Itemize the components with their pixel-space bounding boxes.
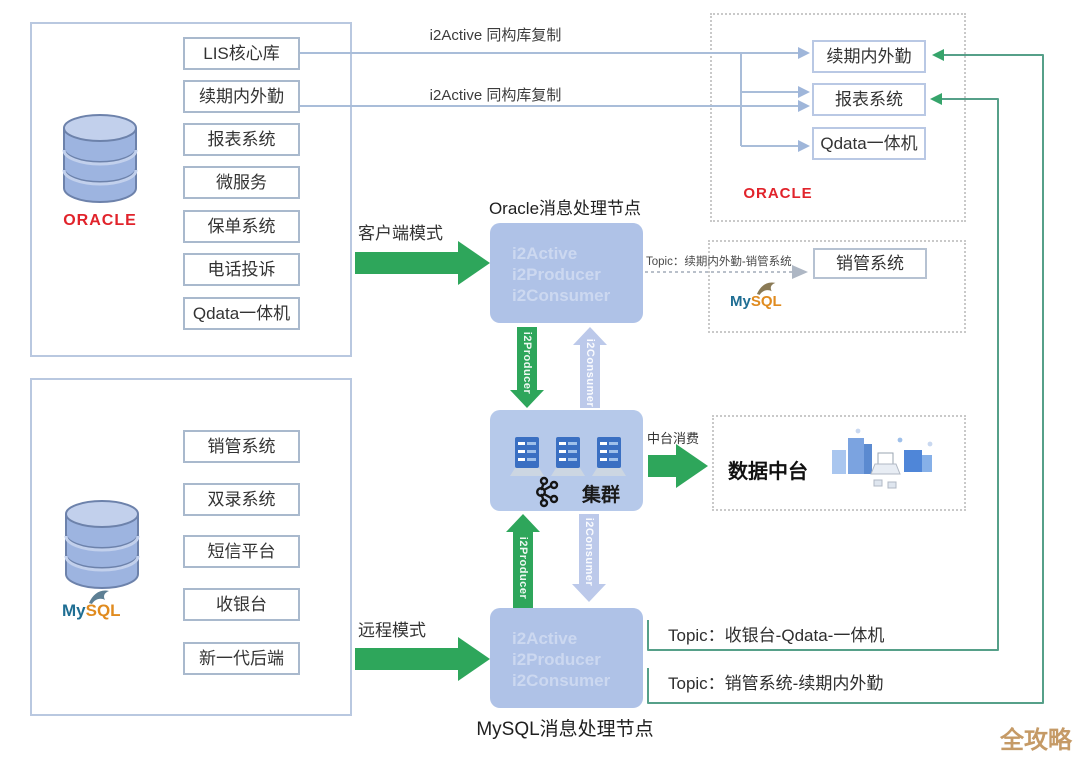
system-box: 报表系统 — [183, 123, 300, 156]
i2-stack: i2Active i2Producer i2Consumer — [512, 244, 611, 305]
system-box: 续期内外勤 — [183, 80, 300, 113]
kafka-icon — [535, 476, 559, 508]
arrow-i2consumer-up: i2Consumer — [573, 327, 607, 408]
server-icon — [510, 437, 544, 476]
system-box: LIS核心库 — [183, 37, 300, 70]
system-box: 微服务 — [183, 166, 300, 199]
cluster-label: 集群 — [582, 485, 621, 506]
mysql-logo-my: My — [730, 293, 751, 310]
mysql-logo-my: My — [62, 601, 86, 620]
i2-stack: i2Active i2Producer i2Consumer — [512, 629, 611, 690]
mysql-logo-sql: SQL — [85, 601, 121, 620]
system-box: 销管系统 — [813, 248, 927, 279]
replication-label-bottom: i2Active 同构库复制 — [429, 87, 562, 104]
system-box: 短信平台 — [183, 535, 300, 568]
data-platform-illustration — [832, 428, 933, 489]
system-box: 电话投诉 — [183, 253, 300, 286]
mysql-logo-sql: SQL — [750, 293, 782, 310]
system-box: 保单系统 — [183, 210, 300, 243]
topic-line-1: Topic：收银台-Qdata-一体机 — [668, 626, 885, 645]
kafka-cluster: 集群 — [490, 410, 643, 511]
oracle-logo: ORACLE — [743, 185, 813, 202]
oracle-node-title: Oracle消息处理节点 — [488, 199, 642, 218]
oracle-database-icon — [62, 114, 138, 203]
system-box: 销管系统 — [183, 430, 300, 463]
mysql-message-node: i2Active i2Producer i2Consumer — [490, 608, 643, 708]
system-box: 收银台 — [183, 588, 300, 621]
oracle-logo: ORACLE — [63, 212, 137, 229]
system-box: 报表系统 — [812, 83, 926, 116]
mysql-node-title: MySQL消息处理节点 — [476, 719, 654, 740]
server-icon — [551, 437, 585, 476]
server-icon — [592, 437, 626, 476]
remote-mode-label: 远程模式 — [358, 621, 426, 640]
system-box: 续期内外勤 — [812, 40, 926, 73]
mysql-logo: MySQL — [62, 588, 121, 619]
arrow-i2consumer-down: i2Consumer — [572, 514, 606, 602]
replication-label-top: i2Active 同构库复制 — [429, 27, 562, 44]
system-box: Qdata一体机 — [183, 297, 300, 330]
system-box: Qdata一体机 — [812, 127, 926, 160]
data-platform-label: 数据中台 — [728, 461, 808, 483]
topic-label-sales: Topic：续期内外勤-销管系统 — [646, 256, 792, 268]
watermark: 全攻略 — [1000, 727, 1072, 754]
system-box: 双录系统 — [183, 483, 300, 516]
client-mode-label: 客户端模式 — [358, 224, 443, 243]
system-box: 新一代后端 — [183, 642, 300, 675]
topic-line-2: Topic：销管系统-续期内外勤 — [668, 674, 884, 693]
mysql-logo: MySQL — [730, 280, 782, 310]
arrow-i2producer-up: i2Producer — [506, 514, 540, 608]
mysql-dolphin-icon — [89, 590, 109, 604]
mysql-database-icon — [64, 500, 140, 589]
oracle-message-node: i2Active i2Producer i2Consumer — [490, 223, 643, 323]
arrow-i2producer-down: i2Producer — [510, 327, 544, 408]
